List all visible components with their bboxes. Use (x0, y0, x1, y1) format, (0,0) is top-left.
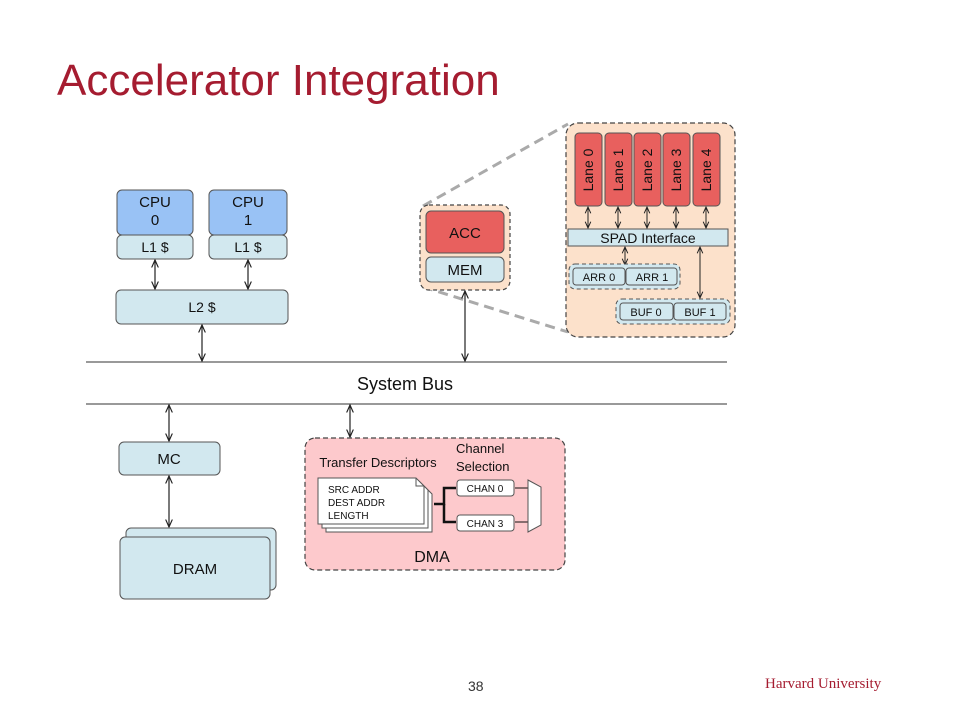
page-number: 38 (468, 678, 484, 694)
page-title: Accelerator Integration (57, 56, 500, 105)
dram: DRAM (119, 527, 277, 600)
acc-label: ACC (449, 225, 481, 242)
lane-2: Lane 2 (633, 132, 662, 207)
spad-interface-label: SPAD Interface (600, 230, 696, 246)
l1-cache-1: L1 $ (208, 234, 288, 260)
cpu-1: CPU 1 (208, 189, 288, 236)
cpu-0: CPU 0 (116, 189, 194, 236)
dram-label: DRAM (173, 561, 217, 578)
zoom-guide-bottom (422, 285, 569, 334)
lane-1: Lane 1 (604, 132, 633, 207)
footer-brand: Harvard University (765, 676, 882, 692)
arr-1-label: ARR 1 (636, 272, 668, 284)
accelerator-detail: Lane 0 Lane 1 Lane 2 Lane 3 Lane 4 SPAD … (565, 122, 736, 338)
l1-cache-1-label: L1 $ (234, 239, 261, 255)
system-bus: System Bus (86, 361, 727, 405)
arr-0-label: ARR 0 (583, 272, 615, 284)
dest-addr-field: DEST ADDR (328, 498, 385, 509)
cpu-0-label-line2: 0 (151, 212, 159, 229)
lane-0-label: Lane 0 (580, 148, 596, 191)
length-field: LENGTH (328, 511, 369, 522)
descriptor-stack: SRC ADDR DEST ADDR LENGTH (317, 477, 433, 533)
cpu-1-label-line1: CPU (232, 194, 264, 211)
spad-interface: SPAD Interface (567, 228, 729, 247)
system-bus-label: System Bus (357, 374, 453, 394)
chan-3-label: CHAN 3 (467, 519, 504, 530)
l2-cache: L2 $ (115, 289, 289, 325)
lane-2-label: Lane 2 (639, 148, 655, 191)
buf-1-label: BUF 1 (684, 307, 715, 319)
transfer-descriptors-label: Transfer Descriptors (319, 455, 437, 470)
chan-3: CHAN 3 (456, 514, 515, 532)
fork-to-chan-0 (434, 486, 456, 506)
lane-0: Lane 0 (574, 132, 603, 207)
fork-to-chan-3 (442, 504, 456, 524)
cpu-0-label-line1: CPU (139, 194, 171, 211)
lane-4: Lane 4 (692, 132, 721, 207)
l1-cache-0: L1 $ (116, 234, 194, 260)
arr-group: ARR 0 ARR 1 (568, 263, 681, 290)
buf-group: BUF 0 BUF 1 (615, 298, 731, 325)
l1-cache-0-label: L1 $ (141, 239, 168, 255)
channel-mux (527, 479, 542, 533)
cpu-1-label-line2: 1 (244, 212, 252, 229)
chan-0-label: CHAN 0 (467, 484, 504, 495)
src-addr-field: SRC ADDR (328, 485, 380, 496)
chan-0: CHAN 0 (456, 479, 515, 497)
mc-label: MC (157, 451, 180, 468)
accelerator: ACC MEM (419, 204, 511, 291)
memory-controller: MC (118, 441, 221, 476)
channel-selection-label-line2: Selection (456, 459, 509, 474)
mem-label: MEM (448, 262, 483, 279)
lane-3-label: Lane 3 (668, 148, 684, 191)
dma-label: DMA (414, 549, 450, 566)
channel-selection-label-line1: Channel (456, 441, 505, 456)
buf-0-label: BUF 0 (630, 307, 661, 319)
lane-3: Lane 3 (662, 132, 691, 207)
zoom-guide-top (422, 122, 569, 208)
lane-4-label: Lane 4 (698, 148, 714, 191)
dma: Transfer Descriptors Channel Selection S… (304, 437, 566, 571)
l2-cache-label: L2 $ (188, 299, 215, 315)
lane-1-label: Lane 1 (610, 148, 626, 191)
